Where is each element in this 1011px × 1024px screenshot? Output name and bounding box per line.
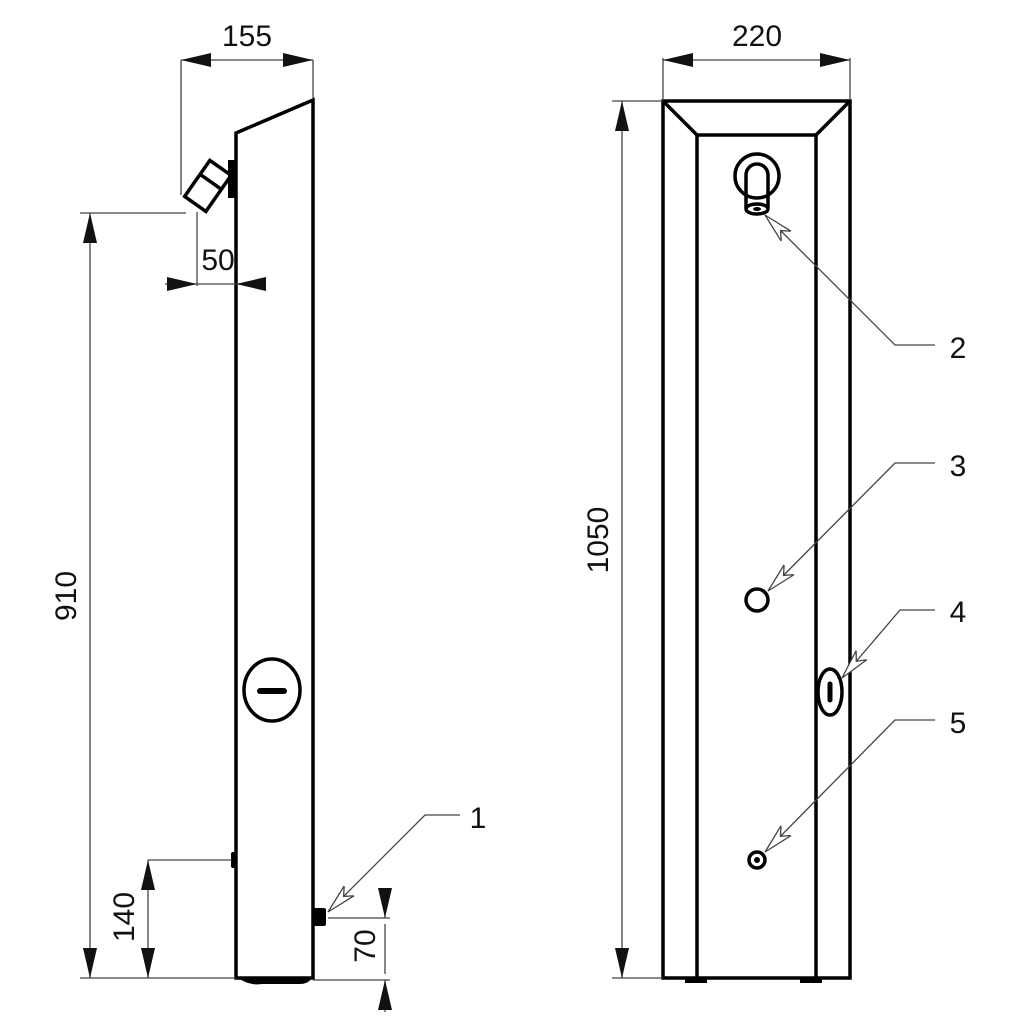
callout-label-3: 3	[950, 450, 967, 483]
callout-label-4: 4	[950, 596, 967, 629]
callout-label-2: 2	[950, 332, 967, 365]
dim-label-155: 155	[222, 20, 272, 53]
dimension-220: 220	[662, 20, 851, 100]
dimension-50: 50	[165, 212, 266, 291]
callout-label-5: 5	[950, 707, 967, 740]
callout-5: 5	[765, 707, 966, 852]
dimension-155: 155	[180, 20, 314, 195]
callout-1: 1	[328, 802, 486, 912]
dim-label-140: 140	[108, 892, 141, 942]
side-view: 155 50 910 140 70	[50, 20, 486, 1012]
inlet-side-icon	[231, 852, 237, 868]
sensor-icon	[744, 587, 770, 613]
push-button-front-icon	[816, 667, 844, 717]
dimension-910: 910	[50, 212, 236, 979]
dimension-70: 70	[313, 888, 392, 1012]
side-panel-body	[234, 97, 315, 985]
dim-label-1050: 1050	[582, 507, 615, 574]
callout-3: 3	[768, 450, 966, 591]
dim-label-220: 220	[732, 20, 782, 53]
callout-2: 2	[765, 215, 966, 365]
spout-front-icon	[733, 152, 781, 216]
callout-4: 4	[842, 596, 966, 678]
dimension-1050: 1050	[582, 100, 663, 979]
dim-label-910: 910	[50, 571, 83, 621]
front-view: 220 1050 2 3 4 5	[582, 20, 966, 983]
spout-side-icon	[182, 157, 236, 214]
front-panel-body	[661, 99, 852, 983]
push-button-side-icon	[242, 657, 302, 723]
inlet-front-icon	[747, 850, 767, 870]
drain-valve-icon	[314, 908, 326, 926]
dim-label-50: 50	[201, 244, 234, 277]
dim-label-70: 70	[349, 929, 382, 962]
callout-label-1: 1	[470, 802, 487, 835]
dimension-140: 140	[108, 859, 232, 978]
